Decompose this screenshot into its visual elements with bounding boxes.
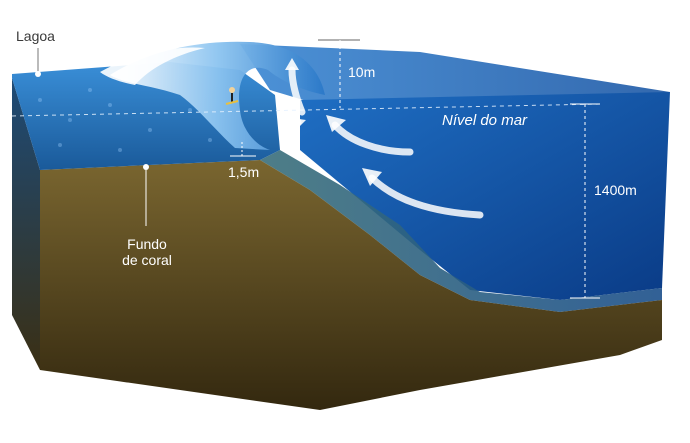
wave-foam [100,47,205,85]
label-coral-bottom-line2: de coral [122,252,172,268]
breaking-wave [110,41,325,150]
label-wave-height: 10m [348,64,376,80]
sediment-block [40,160,662,410]
sediment-side [12,78,40,370]
label-coral-bottom: Fundo de coral [112,236,182,268]
current-arrow-2 [331,121,414,156]
label-sea-level: Nível do mar [442,112,528,129]
ocean-surface [240,44,670,108]
ocean-body [300,92,670,300]
current-arrow-1 [368,174,484,219]
sea-level-line [11,103,601,117]
label-ocean-depth: 1400m [594,182,637,198]
label-coral-bottom-line1: Fundo [127,236,167,252]
lagoon-texture [38,88,212,152]
label-reef-depth: 1,5m [228,164,260,180]
lagoa-pointer-dot [35,71,41,77]
reef-slope [260,150,662,312]
surfer-icon [225,87,239,105]
current-arrow-3 [288,66,306,116]
current-arrow-heads [285,58,382,186]
label-lagoa: Lagoa [16,28,55,44]
coral-pointer-dot [143,164,149,170]
